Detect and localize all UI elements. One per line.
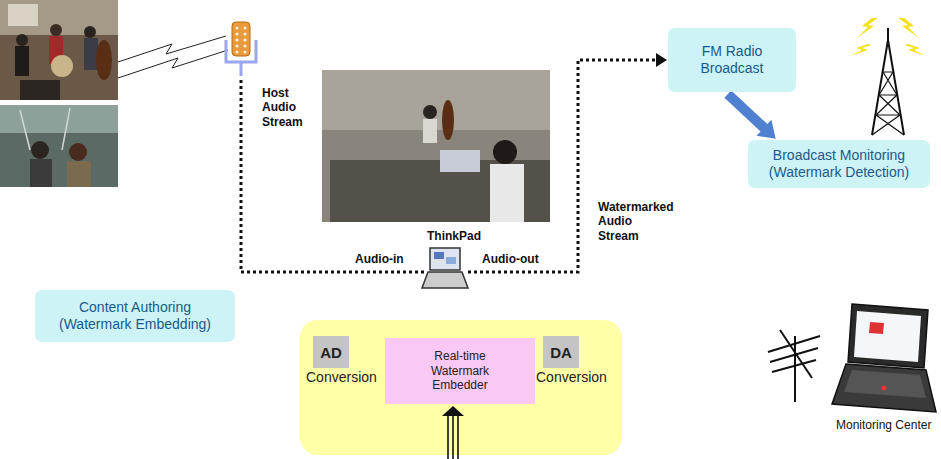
flow-arrow (724, 90, 775, 138)
mic-stand (20, 110, 30, 150)
antenna-boom (780, 330, 812, 378)
arrow-line (457, 414, 459, 459)
embedder-box: Real-time Watermark Embedder (385, 338, 535, 404)
laptop-screen (430, 248, 460, 270)
screen-window (446, 257, 456, 264)
laptop-keyboard (844, 370, 926, 398)
process-box: FM Radio Broadcast (668, 28, 796, 92)
laptop-base (422, 272, 468, 288)
musician (84, 26, 96, 38)
signal-bolt (857, 18, 878, 38)
singer (30, 159, 52, 187)
device-label: ThinkPad (427, 229, 481, 243)
photo-wall (0, 0, 118, 35)
microphone-icon (226, 22, 256, 76)
arrow-line (447, 414, 449, 459)
musician (84, 38, 98, 70)
laptop-base (832, 364, 936, 412)
screen-window (869, 322, 884, 334)
laptop-screen (848, 304, 928, 368)
process-box: Broadcast Monitoring (Watermark Detectio… (748, 140, 930, 188)
box-text: Broadcast Monitoring (Watermark Detectio… (758, 147, 920, 182)
converter-caption: Conversion (536, 369, 607, 385)
input-arrow (442, 406, 464, 459)
arrow-line (452, 414, 454, 459)
band-photo (0, 0, 118, 100)
signal-bolt (850, 44, 872, 56)
mic-head (232, 22, 250, 56)
musician (50, 24, 62, 36)
screen-window (434, 252, 444, 259)
embedder-panel (300, 320, 622, 455)
laptop-icon (422, 248, 468, 288)
antenna-element (772, 360, 816, 372)
converter-box: DAConversion (536, 336, 607, 385)
laptop-screen (440, 150, 480, 172)
amp (20, 80, 60, 100)
mic-stem (240, 62, 243, 76)
double-bass (96, 40, 112, 80)
photo-window (8, 4, 38, 26)
port-label: Audio-in (355, 252, 404, 266)
antenna-mast (794, 336, 796, 402)
arrow-head (656, 53, 667, 67)
operator (493, 140, 517, 164)
converter-box: ADConversion (306, 336, 377, 385)
converter-caption: Conversion (306, 369, 377, 385)
tower-frame (872, 40, 904, 135)
mic-grille (236, 27, 247, 54)
mic-stand (62, 108, 70, 150)
place-label: Monitoring Center (836, 418, 931, 432)
converter-code: AD (313, 336, 349, 368)
process-box: Content Authoring (Watermark Embedding) (35, 290, 235, 342)
host-audio-line (241, 80, 424, 272)
box-text: Content Authoring (Watermark Embedding) (51, 299, 219, 334)
screen-display (854, 311, 921, 362)
tower-lattice (872, 72, 904, 135)
musician (423, 119, 437, 143)
musician (16, 34, 28, 46)
trackpoint (882, 386, 887, 391)
wireless-link (118, 36, 226, 62)
box-text: Real-time Watermark Embedder (410, 349, 510, 392)
studio-photo (0, 105, 118, 187)
studio-laptop-photo (322, 70, 550, 222)
drum (51, 55, 73, 77)
wireless-link (118, 50, 228, 78)
stream-label: Watermarked Audio Stream (598, 200, 674, 243)
transmitter-tower (850, 18, 926, 135)
photo-ground (322, 70, 550, 222)
converter-code: DA (543, 336, 579, 368)
operator (490, 164, 524, 222)
receiving-antenna (768, 330, 820, 402)
signal-bolt (898, 18, 919, 38)
musician (15, 46, 29, 76)
double-bass (442, 100, 454, 140)
photo-ground (0, 0, 118, 100)
photo-ground (0, 105, 118, 187)
signal-bolt (904, 44, 926, 56)
singer (31, 141, 49, 159)
stream-label: Host Audio Stream (262, 86, 303, 129)
box-text: FM Radio Broadcast (678, 43, 786, 78)
singer (67, 161, 91, 187)
photo-glass (0, 105, 118, 133)
singer (69, 143, 87, 161)
tower-mast (887, 28, 889, 40)
port-label: Audio-out (482, 252, 539, 266)
arrow-head (442, 406, 464, 416)
musician (423, 105, 437, 119)
monitoring-laptop (832, 304, 936, 412)
